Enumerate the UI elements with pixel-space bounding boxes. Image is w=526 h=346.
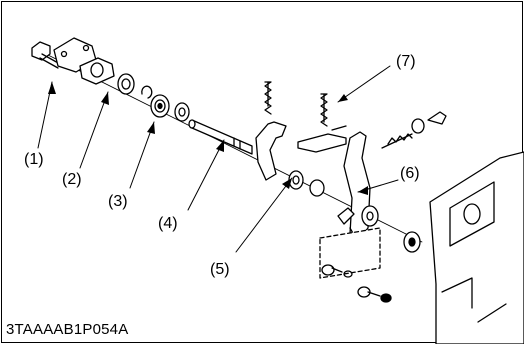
- collar: [174, 102, 190, 122]
- callout-arrowheads: [48, 82, 368, 195]
- circlip: [141, 85, 153, 99]
- callout-label-7: (7): [396, 53, 416, 70]
- callout-label-5: (5): [210, 261, 230, 278]
- part-2-gasket: [79, 57, 115, 85]
- pivot-bolts: [321, 264, 392, 303]
- callout-label-2: (2): [62, 171, 82, 188]
- callout-label-3: (3): [108, 193, 128, 210]
- engine-housing: [429, 151, 524, 344]
- part-3-bearing: [150, 94, 170, 118]
- callout-label-1: (1): [24, 151, 44, 168]
- figure-code-label: 3TAAAAB1P054A: [6, 321, 129, 338]
- washer: [309, 179, 325, 197]
- mounting-bracket: [319, 227, 381, 279]
- return-spring-set: [381, 111, 447, 149]
- callout-label-4: (4): [158, 215, 178, 232]
- oil-seal: [117, 73, 135, 95]
- part-5-lever: [255, 81, 304, 190]
- part-7-spring-and-bracket: [297, 93, 347, 153]
- end-bearing: [403, 231, 421, 253]
- callout-leaders: [37, 65, 399, 253]
- callout-label-6: (6): [400, 165, 420, 182]
- part-4-shaft: [188, 119, 253, 155]
